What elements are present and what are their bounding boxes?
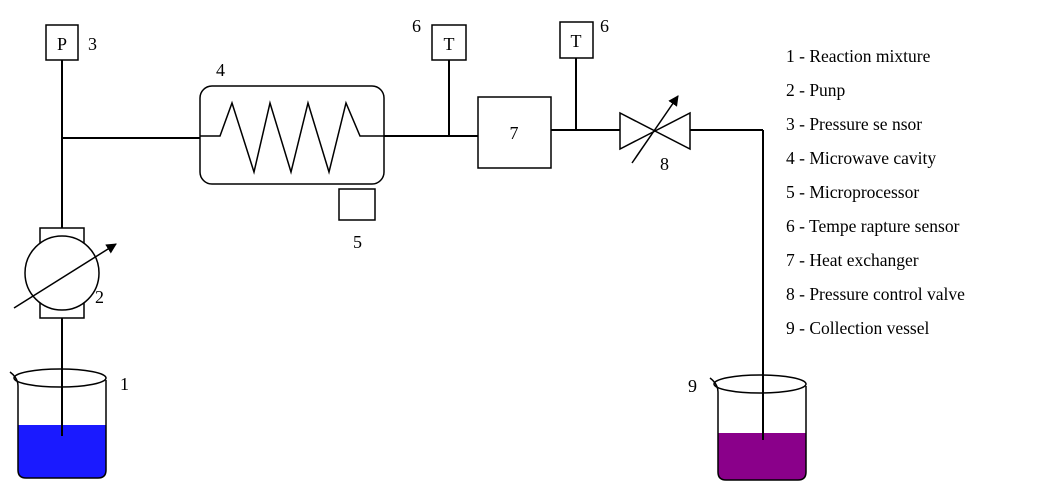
microprocessor-number: 5 bbox=[353, 232, 362, 252]
legend-item-9: 9 - Collection vessel bbox=[786, 318, 930, 338]
pump: 2 bbox=[13, 227, 117, 319]
reaction-beaker-rim bbox=[13, 368, 107, 388]
valve-left-triangle bbox=[619, 111, 657, 151]
pump-body bbox=[24, 235, 100, 311]
collection-beaker: 9 bbox=[688, 374, 807, 481]
pressure-control-valve: 8 bbox=[619, 95, 691, 174]
legend-item-4: 4 - Microwave cavity bbox=[786, 148, 936, 168]
pump-adjust-arrow bbox=[13, 243, 117, 309]
pressure-sensor-box bbox=[45, 24, 79, 61]
legend-item-5: 5 - Microprocessor bbox=[786, 182, 919, 202]
legend: 1 - Reaction mixture 2 - Punp 3 - Pressu… bbox=[786, 46, 965, 338]
temp-sensor-left-number: 6 bbox=[412, 16, 421, 36]
heat-exchanger: 7 bbox=[477, 96, 552, 169]
reaction-beaker-glass bbox=[9, 371, 107, 479]
pump-number: 2 bbox=[95, 287, 104, 307]
pressure-sensor-number: 3 bbox=[88, 34, 97, 54]
temperature-sensor-right: T 6 bbox=[559, 16, 609, 130]
legend-item-8: 8 - Pressure control valve bbox=[786, 284, 965, 304]
collection-beaker-glass bbox=[709, 377, 807, 481]
reaction-mixture-liquid bbox=[18, 425, 106, 478]
heat-exchanger-number: 7 bbox=[510, 123, 519, 143]
legend-item-1: 1 - Reaction mixture bbox=[786, 46, 931, 66]
valve-right-triangle bbox=[653, 111, 691, 151]
temperature-sensor-left: T 6 bbox=[412, 16, 467, 136]
collection-liquid bbox=[718, 433, 806, 480]
collection-beaker-rim bbox=[713, 374, 807, 394]
temp-sensor-left-box bbox=[431, 24, 467, 61]
valve-number: 8 bbox=[660, 154, 669, 174]
temp-sensor-right-symbol: T bbox=[571, 31, 582, 51]
temp-sensor-right-box bbox=[559, 21, 594, 59]
heat-exchanger-box bbox=[477, 96, 552, 169]
microwave-cavity-box bbox=[199, 85, 385, 185]
legend-item-2: 2 - Punp bbox=[786, 80, 846, 100]
pressure-sensor-symbol: P bbox=[57, 34, 67, 54]
reaction-beaker-number: 1 bbox=[120, 374, 129, 394]
pressure-sensor: P 3 bbox=[45, 24, 97, 61]
valve-adjust-arrow bbox=[631, 95, 679, 164]
microwave-cavity: 4 bbox=[199, 60, 385, 185]
reaction-beaker: 1 bbox=[9, 368, 129, 479]
microprocessor-box bbox=[338, 188, 376, 221]
legend-item-7: 7 - Heat exchanger bbox=[786, 250, 919, 270]
pipe-network bbox=[61, 60, 764, 430]
legend-item-3: 3 - Pressure se nsor bbox=[786, 114, 922, 134]
legend-item-6: 6 - Tempe rapture sensor bbox=[786, 216, 960, 236]
microwave-cavity-number: 4 bbox=[216, 60, 225, 80]
temp-sensor-left-symbol: T bbox=[444, 34, 455, 54]
heating-coil bbox=[200, 100, 384, 175]
collection-beaker-number: 9 bbox=[688, 376, 697, 396]
microprocessor: 5 bbox=[338, 188, 376, 252]
temp-sensor-right-number: 6 bbox=[600, 16, 609, 36]
